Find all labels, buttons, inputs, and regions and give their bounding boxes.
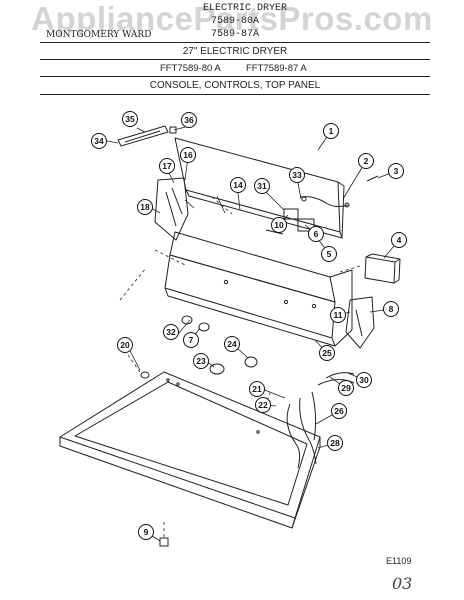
- top-panel-part: [59, 371, 321, 529]
- header-rule-4: [40, 94, 430, 95]
- model-number-a: FFT7589-80 A: [160, 63, 221, 74]
- svg-text:11: 11: [334, 310, 343, 320]
- callout-14: 14: [230, 177, 246, 193]
- svg-text:3: 3: [394, 166, 399, 176]
- svg-text:10: 10: [274, 220, 284, 230]
- callout-10: 10: [271, 217, 287, 233]
- callout-17: 17: [159, 158, 175, 174]
- wire-harness-part: [299, 196, 350, 208]
- header-line-3: 7589-87A: [211, 29, 260, 40]
- callout-markers: 1 2 3 4 5 6 7 8 9 10 11 14 16 17 18 20 2…: [91, 111, 407, 540]
- callout-25: 25: [319, 345, 335, 361]
- callout-36: 36: [181, 112, 197, 128]
- svg-text:21: 21: [252, 384, 262, 394]
- svg-text:29: 29: [341, 383, 351, 393]
- header-line-1: ELECTRIC DRYER: [203, 3, 288, 14]
- callout-5: 5: [321, 246, 337, 262]
- callout-24: 24: [224, 336, 240, 352]
- header-rule-2: [40, 59, 430, 60]
- product-title: 27" ELECTRIC DRYER: [182, 46, 288, 57]
- callout-30: 30: [356, 372, 372, 388]
- svg-text:6: 6: [314, 229, 319, 239]
- callout-33: 33: [289, 167, 305, 183]
- svg-text:1: 1: [329, 126, 334, 136]
- svg-text:17: 17: [162, 161, 172, 171]
- knob-part: [198, 322, 210, 332]
- svg-text:31: 31: [257, 181, 267, 191]
- leader-lines: [106, 125, 400, 542]
- svg-text:23: 23: [196, 356, 206, 366]
- watermark: AppliancePartsPros.com: [31, 0, 433, 37]
- svg-text:4: 4: [397, 235, 402, 245]
- svg-text:34: 34: [94, 136, 104, 146]
- svg-text:5: 5: [327, 249, 332, 259]
- knob-part: [181, 315, 193, 325]
- console-panel-part: [164, 231, 353, 347]
- callout-31: 31: [254, 178, 270, 194]
- screw-part: [366, 175, 379, 182]
- svg-text:35: 35: [125, 114, 135, 124]
- svg-text:25: 25: [322, 348, 332, 358]
- clip-part: [140, 371, 150, 379]
- callout-9: 9: [138, 524, 154, 540]
- svg-text:26: 26: [334, 406, 344, 416]
- callout-29: 29: [338, 380, 354, 396]
- svg-text:7: 7: [189, 335, 194, 345]
- handwritten-page-mark: 03: [392, 574, 413, 593]
- svg-text:20: 20: [120, 340, 130, 350]
- knob-part: [244, 356, 258, 368]
- callout-18: 18: [137, 199, 153, 215]
- callout-2: 2: [358, 153, 374, 169]
- model-number-b: FFT7589-87 A: [246, 63, 307, 74]
- callout-3: 3: [388, 163, 404, 179]
- callout-34: 34: [91, 133, 107, 149]
- callout-16: 16: [180, 147, 196, 163]
- svg-text:28: 28: [330, 438, 340, 448]
- header-rule-3: [40, 76, 430, 77]
- svg-text:18: 18: [140, 202, 150, 212]
- svg-text:22: 22: [258, 400, 268, 410]
- back-panel-part: [174, 137, 345, 239]
- knob-part: [209, 363, 225, 375]
- svg-text:32: 32: [166, 327, 176, 337]
- header-rule-1: [40, 42, 430, 43]
- svg-text:8: 8: [389, 304, 394, 314]
- callout-21: 21: [249, 381, 265, 397]
- callout-8: 8: [383, 301, 399, 317]
- wire-leads-part: [286, 372, 355, 469]
- callout-22: 22: [255, 397, 271, 413]
- svg-text:9: 9: [144, 527, 149, 537]
- end-cap-right-part: [345, 296, 375, 349]
- svg-text:16: 16: [183, 150, 193, 160]
- svg-text:14: 14: [233, 180, 243, 190]
- callout-20: 20: [117, 337, 133, 353]
- svg-text:24: 24: [227, 339, 237, 349]
- svg-text:33: 33: [292, 170, 302, 180]
- foot-part: [159, 537, 169, 547]
- switch-part: [265, 208, 315, 235]
- svg-text:36: 36: [184, 115, 194, 125]
- svg-text:30: 30: [359, 375, 369, 385]
- callout-26: 26: [331, 403, 347, 419]
- callout-1: 1: [323, 123, 339, 139]
- figure-code: E1109: [386, 556, 412, 566]
- callout-6: 6: [308, 226, 324, 242]
- callout-7: 7: [183, 332, 199, 348]
- callout-28: 28: [327, 435, 343, 451]
- sensor-bracket-part: [117, 125, 177, 147]
- header-line-2: 7589-80A: [211, 16, 260, 27]
- end-cap-left-part: [154, 177, 189, 241]
- section-title: CONSOLE, CONTROLS, TOP PANEL: [149, 80, 321, 91]
- header-brand: MONTGOMERY WARD: [46, 30, 152, 40]
- timer-part: [364, 253, 401, 284]
- callout-11: 11: [330, 307, 346, 323]
- callout-23: 23: [193, 353, 209, 369]
- svg-text:2: 2: [364, 156, 369, 166]
- callout-32: 32: [163, 324, 179, 340]
- callout-35: 35: [122, 111, 138, 127]
- callout-4: 4: [391, 232, 407, 248]
